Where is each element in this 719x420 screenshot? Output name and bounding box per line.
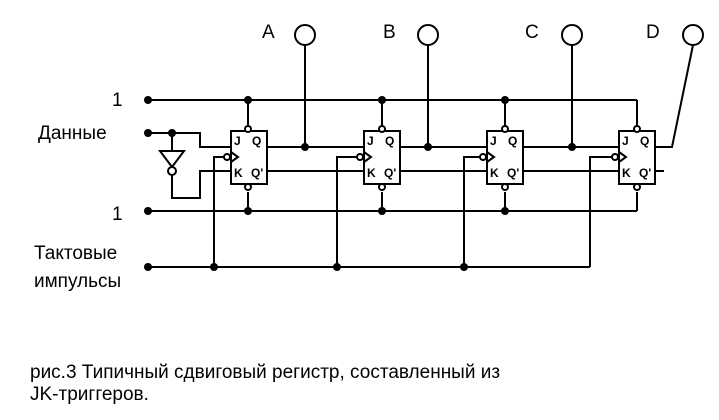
inverter-gate — [158, 150, 186, 169]
pin-q-bar-2: Q' — [384, 166, 396, 180]
output-terminal-c — [561, 24, 583, 46]
node-clock — [144, 263, 152, 271]
input-clock-label-line1: Тактовые — [34, 243, 117, 264]
node-one-top — [144, 96, 152, 104]
pin-j-2: J — [367, 134, 374, 148]
pin-q-bar-4: Q' — [639, 166, 651, 180]
caption-line-2: JK-триггеров. — [30, 384, 149, 405]
pin-k-4: K — [622, 166, 631, 180]
output-label-d: D — [646, 22, 660, 43]
input-one-top-label: 1 — [112, 90, 123, 111]
jk-flipflop-1: J Q K Q' — [210, 45, 325, 271]
output-terminal-d — [682, 24, 704, 46]
data-to-j1-wire — [148, 132, 243, 148]
pin-k-1: K — [234, 166, 243, 180]
caption-line-1: рис.3 Типичный сдвиговый регистр, состав… — [30, 362, 501, 383]
output-label-a: A — [262, 22, 275, 43]
pin-j-4: J — [622, 134, 629, 148]
pin-k-2: K — [367, 166, 376, 180]
output-terminal-b — [417, 24, 439, 46]
node-one-bottom — [144, 207, 152, 215]
pin-q-bar-1: Q' — [251, 166, 263, 180]
pin-j-1: J — [234, 134, 241, 148]
pin-k-3: K — [490, 166, 499, 180]
output-label-c: C — [525, 22, 539, 43]
pin-q-1: Q — [252, 134, 261, 148]
jk-flipflop-2: J Q K Q' — [305, 45, 455, 271]
pin-q-2: Q — [385, 134, 394, 148]
figure-caption: рис.3 Типичный сдвиговый регистр, состав… — [30, 362, 710, 406]
jk-flipflop-4: J Q K Q' — [572, 44, 694, 267]
output-label-b: B — [383, 22, 396, 43]
jk-flipflop-3: J Q K Q' — [428, 45, 600, 271]
pin-j-3: J — [490, 134, 497, 148]
inverter-bubble — [167, 166, 177, 176]
pin-q-4: Q — [640, 134, 649, 148]
input-clock-label-line2: импульсы — [34, 271, 121, 292]
input-data-label: Данные — [38, 123, 107, 144]
input-one-bottom-label: 1 — [112, 204, 123, 225]
output-terminal-a — [294, 24, 316, 46]
pin-q-bar-3: Q' — [507, 166, 519, 180]
pin-q-3: Q — [508, 134, 517, 148]
